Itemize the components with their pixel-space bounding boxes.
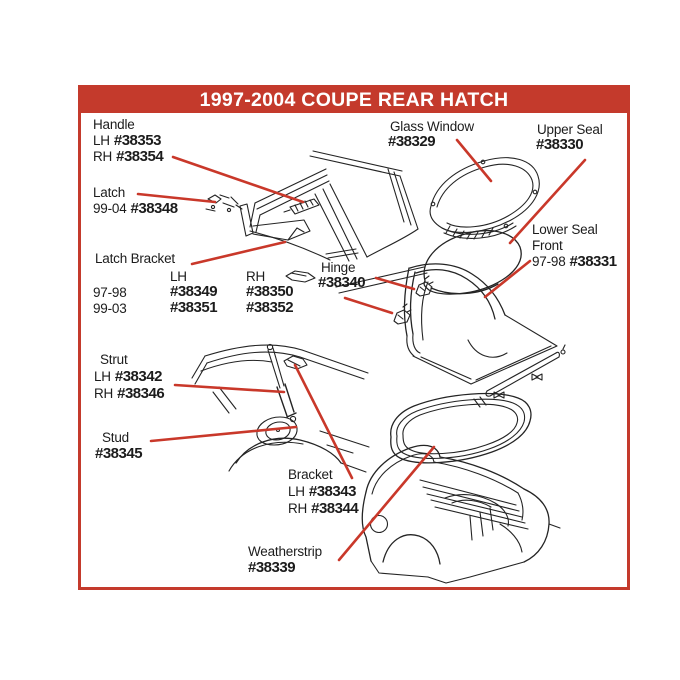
- label-latch-title: Latch: [93, 185, 126, 200]
- label-lower-seal-title: Lower Seal: [532, 222, 598, 237]
- bracket-rh-number: #38344: [311, 500, 359, 517]
- label-latch-row: 99-04#38348: [93, 201, 178, 216]
- latch-bracket-row1-lh: #38349: [170, 283, 218, 300]
- leader-stud: [149, 425, 298, 443]
- car-body-drawing: [361, 444, 561, 584]
- label-strut-rh: RH#38346: [94, 385, 165, 402]
- page-title: 1997-2004 COUPE REAR HATCH: [81, 88, 627, 113]
- label-weatherstrip-title: Weatherstrip: [248, 544, 322, 559]
- label-lower-seal-row: 97-98#38331: [532, 254, 617, 269]
- leader-hinge-lower: [343, 296, 394, 315]
- label-stud-title: Stud: [102, 430, 129, 445]
- handle-lh-number: #38353: [113, 132, 162, 149]
- strut-assembly-drawing: [191, 343, 370, 473]
- latch-years: 99-04: [93, 201, 127, 216]
- label-stud-number: #38345: [95, 445, 143, 462]
- handle-rh-number: #38354: [116, 148, 164, 165]
- label-handle-rh: RH#38354: [93, 148, 164, 165]
- label-glass-window-number: #38329: [388, 133, 436, 150]
- leader-latch: [136, 192, 217, 204]
- label-hinge-number: #38340: [318, 274, 366, 291]
- strut-rh-number: #38346: [117, 385, 165, 402]
- latch-bracket-row2-lh: #38351: [170, 299, 218, 316]
- lower-seal-years: 97-98: [532, 254, 566, 269]
- latch-bracket-col-rh: RH: [246, 269, 266, 284]
- label-bracket-title: Bracket: [288, 467, 333, 482]
- label-glass-window-title: Glass Window: [390, 119, 474, 134]
- bracket-lh-prefix: LH: [288, 484, 305, 499]
- lower-seal-number: #38331: [569, 253, 618, 270]
- label-upper-seal-title: Upper Seal: [537, 122, 603, 137]
- body-opening-drawing: [205, 150, 428, 294]
- strut-rh-prefix: RH: [94, 386, 114, 401]
- leader-hinge-upper: [374, 276, 416, 291]
- weatherstrip-drawing: [390, 392, 532, 464]
- label-bracket-rh: RH#38344: [288, 500, 359, 517]
- bracket-lh-number: #38343: [308, 483, 357, 500]
- leader-glass-window: [455, 138, 493, 183]
- label-handle-lh: LH#38353: [93, 133, 161, 148]
- diagram-border-box: [78, 85, 630, 590]
- label-strut-lh: LH#38342: [94, 369, 162, 384]
- leader-latch-bracket: [190, 240, 287, 266]
- leader-lines: [136, 138, 587, 562]
- leader-lower-seal: [483, 259, 532, 299]
- label-lower-seal-subtitle: Front: [532, 238, 563, 253]
- glass-window-drawing: [429, 157, 540, 240]
- label-bracket-lh: LH#38343: [288, 484, 356, 499]
- bracket-rh-prefix: RH: [288, 501, 308, 516]
- strut-lh-prefix: LH: [94, 369, 111, 384]
- leader-upper-seal: [508, 158, 587, 245]
- hatch-frame-drawing: [393, 263, 566, 399]
- latch-bracket-row2-rh: #38352: [246, 299, 294, 316]
- leader-handle: [171, 155, 305, 204]
- label-strut-title: Strut: [100, 352, 128, 367]
- leader-weatherstrip: [337, 445, 436, 562]
- handle-lh-prefix: LH: [93, 133, 110, 148]
- latch-bracket-row1-years: 97-98: [93, 285, 127, 300]
- leader-strut: [173, 383, 286, 394]
- upper-seal-drawing: [423, 230, 522, 295]
- label-hinge-title: Hinge: [321, 260, 356, 275]
- label-upper-seal-number: #38330: [536, 136, 584, 153]
- label-weatherstrip-number: #38339: [248, 559, 296, 576]
- latch-bracket-row2-years: 99-03: [93, 301, 127, 316]
- latch-bracket-col-lh: LH: [170, 269, 187, 284]
- leader-bracket: [293, 363, 354, 480]
- handle-rh-prefix: RH: [93, 149, 113, 164]
- latch-number: #38348: [130, 200, 179, 217]
- latch-bracket-row1-rh: #38350: [246, 283, 294, 300]
- label-latch-bracket-title: Latch Bracket: [95, 251, 175, 266]
- label-handle-title: Handle: [93, 117, 135, 132]
- strut-lh-number: #38342: [114, 368, 163, 385]
